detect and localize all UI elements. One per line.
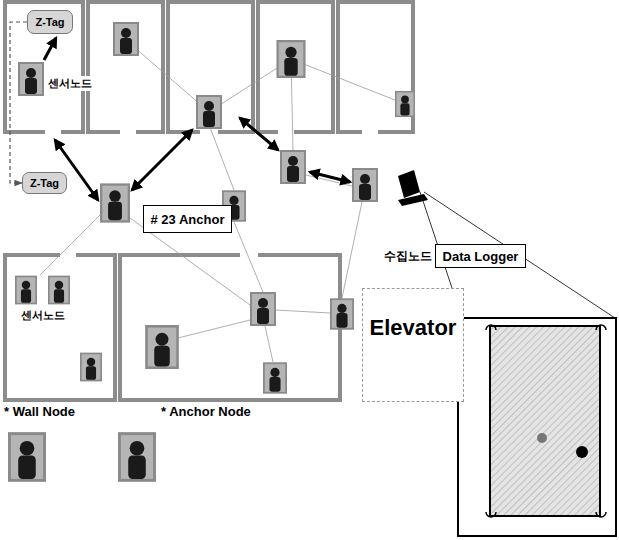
dashed-connector <box>10 22 27 183</box>
node-text: Elevator <box>370 315 457 341</box>
doors <box>45 128 378 259</box>
room-inset <box>458 318 616 536</box>
logger-label-box: Data Logger <box>435 244 526 268</box>
node-text: Z-Tag <box>35 16 64 28</box>
walls <box>5 2 413 400</box>
tag-box: Z-Tag <box>27 10 73 34</box>
node-text: Data Logger <box>443 249 519 264</box>
legend-text: * Anchor Node <box>160 404 252 419</box>
radio-links <box>40 40 405 362</box>
tag-box: Z-Tag <box>22 172 67 194</box>
node-text: Z-Tag <box>30 177 59 189</box>
anchor-label-box: # 23 Anchor <box>143 205 232 233</box>
anchor-arrows <box>44 38 350 200</box>
zoom-lines <box>420 192 615 318</box>
legend-text: * Wall Node <box>3 404 76 419</box>
sensor-icons <box>8 22 415 482</box>
node-text: # 23 Anchor <box>151 212 225 227</box>
laptop <box>398 170 428 206</box>
node-label: 센서노드 <box>47 76 93 91</box>
node-label: 수집노드 <box>383 248 433 265</box>
node-label: 센서노드 <box>20 308 66 323</box>
elevator-box: Elevator <box>362 288 464 402</box>
